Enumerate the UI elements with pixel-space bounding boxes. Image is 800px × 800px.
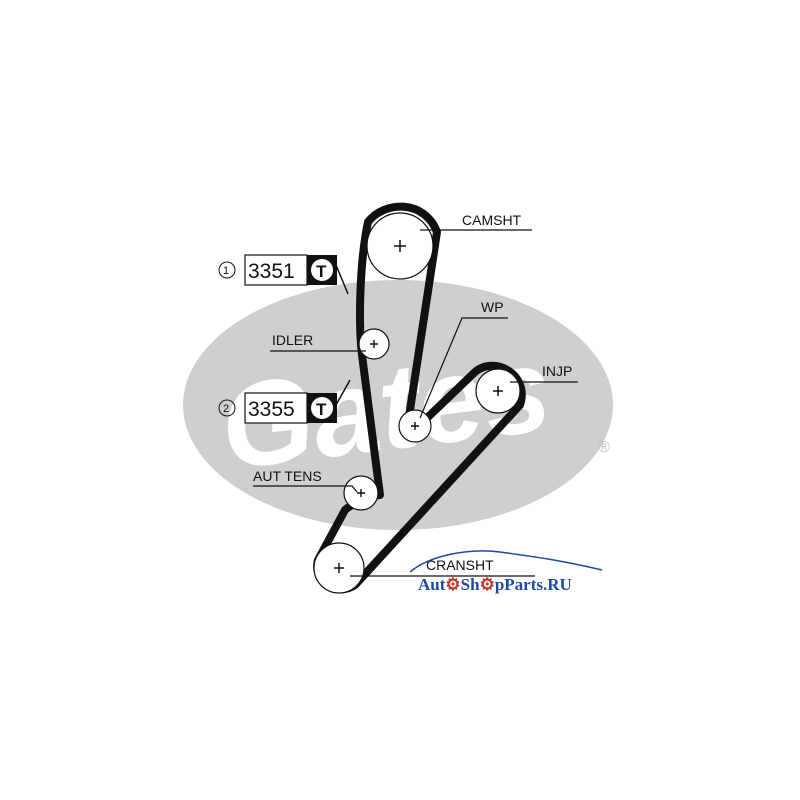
part-code-box <box>244 254 308 286</box>
part-index-circle <box>218 261 236 279</box>
part-index: 2 <box>223 403 229 415</box>
idler-pulley <box>358 328 390 360</box>
part-callout-1: 1 3351 T <box>218 254 337 286</box>
injection-pump-pulley <box>475 368 521 414</box>
part-code: 3355 <box>248 398 295 421</box>
watermark-car-outline <box>409 550 603 573</box>
part-code-box <box>244 392 308 424</box>
watermark: Aut⚙Sh⚙pParts.RU <box>409 550 603 594</box>
watermark-text: Aut⚙Sh⚙pParts.RU <box>418 575 572 594</box>
water-pump-pulley <box>398 409 432 443</box>
part-index-circle <box>218 399 236 417</box>
timing-belt-icon-letter: T <box>316 262 327 281</box>
auto-tensioner-pulley <box>343 475 379 511</box>
part-index: 1 <box>223 265 229 277</box>
timing-belt-icon-letter: T <box>316 400 327 419</box>
timing-belt-icon <box>311 259 333 281</box>
leader-auto-tensioner <box>253 485 358 493</box>
label-injection-pump: INJP <box>542 363 572 379</box>
part-code: 3351 <box>248 260 295 283</box>
camshaft-pulley <box>366 212 434 280</box>
label-auto-tensioner: AUT TENS <box>253 468 322 484</box>
leader-part-2 <box>335 379 351 406</box>
timing-belt-icon <box>311 397 333 419</box>
crankshaft-pulley <box>313 542 365 594</box>
label-camshaft: CAMSHT <box>462 212 522 228</box>
leader-part-1 <box>335 264 349 295</box>
part-callout-2: 2 3355 T <box>218 392 337 424</box>
label-idler: IDLER <box>272 332 313 348</box>
gates-logo-ellipse <box>183 280 613 530</box>
label-crankshaft: CRANSHT <box>426 557 494 573</box>
label-water-pump: WP <box>481 299 504 315</box>
leader-water-pump <box>419 317 508 419</box>
registered-mark: ® <box>598 439 610 456</box>
